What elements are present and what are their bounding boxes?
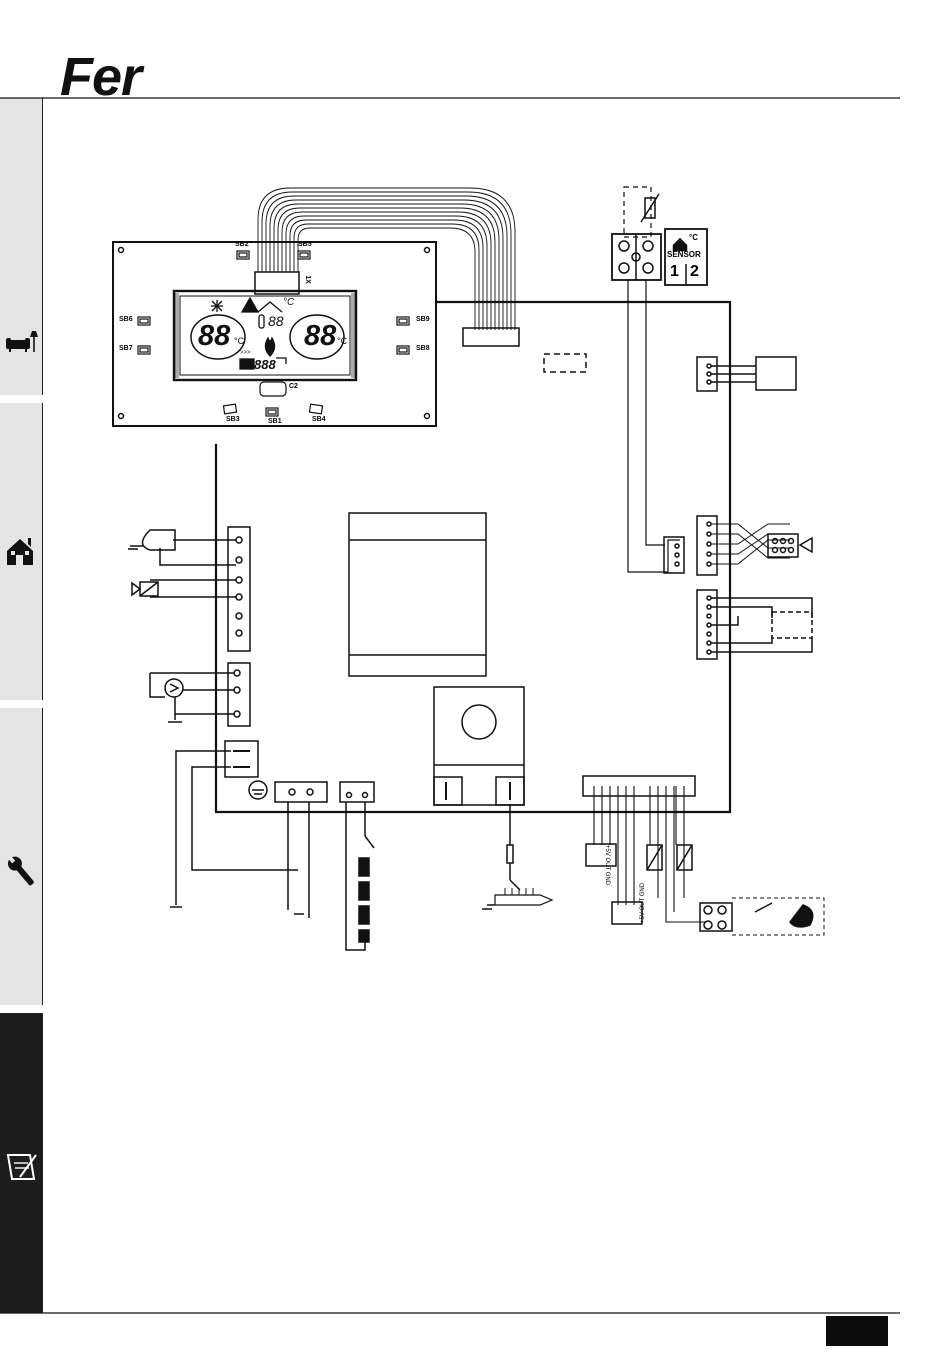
power-connector xyxy=(225,741,258,777)
sensor-header xyxy=(583,776,695,796)
fan-connector xyxy=(228,527,250,651)
upper-sensor-terminal xyxy=(586,844,616,866)
flow-switch xyxy=(772,612,812,638)
board-jumper xyxy=(544,354,586,372)
display-board xyxy=(113,242,436,426)
board-ribbon-socket xyxy=(463,328,519,346)
ribbon-cable xyxy=(258,188,515,330)
lcd-panel xyxy=(174,291,356,380)
board-transformer xyxy=(349,513,486,676)
lower-sensor-terminal xyxy=(612,902,642,924)
main-board xyxy=(216,302,730,812)
diverter-valve xyxy=(768,534,798,557)
external-module xyxy=(756,357,796,390)
display-buttons xyxy=(138,251,409,416)
